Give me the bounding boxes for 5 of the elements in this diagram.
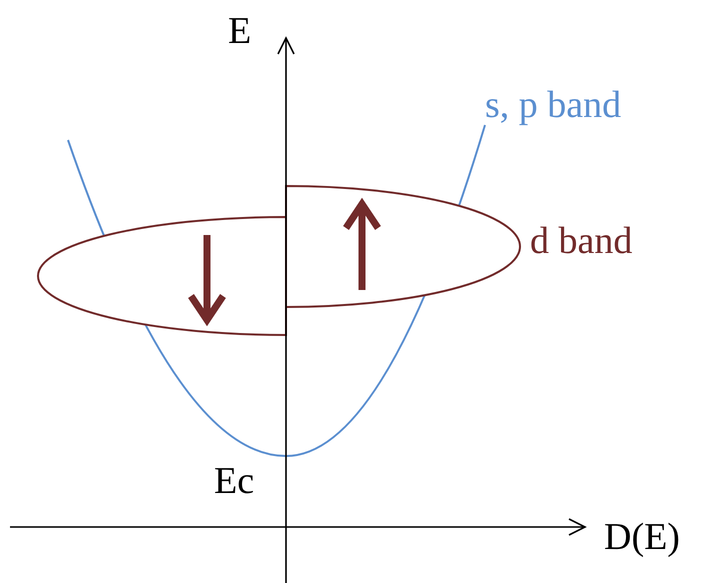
energy-label: Ec — [214, 462, 254, 500]
axis-label: E — [228, 12, 252, 50]
band-label: d band — [530, 222, 632, 260]
band-label: s, p band — [485, 86, 622, 124]
axis-label: D(E) — [604, 518, 680, 556]
